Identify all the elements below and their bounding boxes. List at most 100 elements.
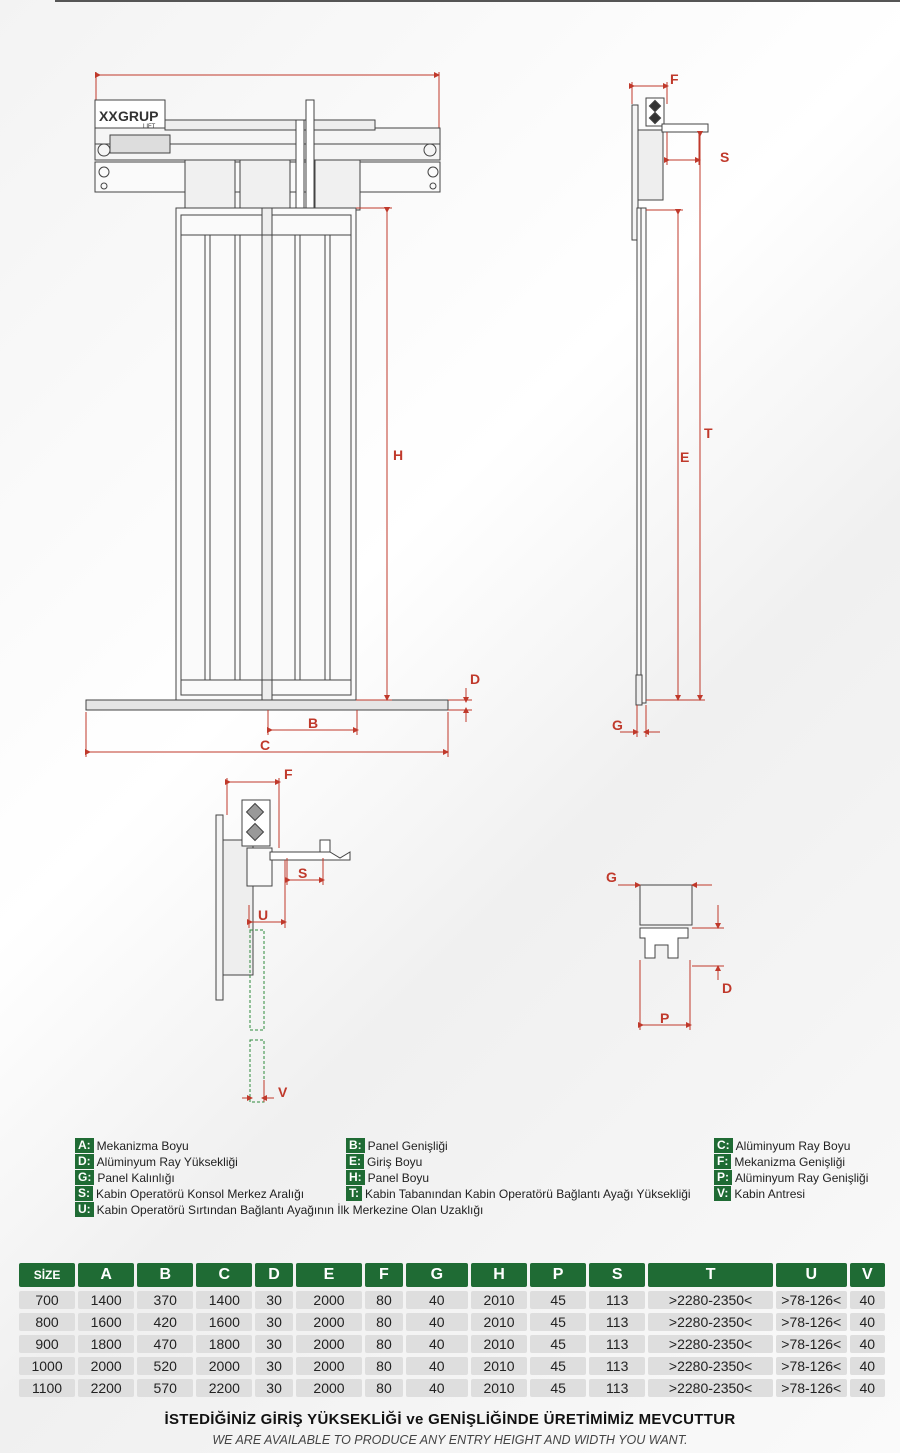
table-cell: 1000 [19, 1357, 76, 1375]
table-cell: 45 [530, 1335, 587, 1353]
table-cell: 40 [405, 1379, 468, 1397]
dim-label-d-rail: D [722, 980, 732, 996]
table-cell: 30 [255, 1313, 293, 1331]
table-cell: >78-126< [775, 1313, 847, 1331]
dim-label-f-detail: F [284, 766, 293, 782]
table-cell: 2000 [78, 1357, 135, 1375]
table-cell: 2010 [470, 1357, 528, 1375]
production-note-en: WE ARE AVAILABLE TO PRODUCE ANY ENTRY HE… [212, 1433, 688, 1447]
size-spec-table: SİZE A B C D E F G H P S T U V 700 1400 … [16, 1259, 888, 1401]
legend-item-t: T: Kabin Tabanından Kabin Operatörü Bağl… [346, 1186, 691, 1201]
table-cell: 1600 [78, 1313, 135, 1331]
table-header-row: SİZE A B C D E F G H P S T U V [19, 1263, 885, 1287]
table-cell: 570 [137, 1379, 194, 1397]
table-cell: >2280-2350< [648, 1313, 773, 1331]
header-g: G [405, 1263, 468, 1287]
table-row: 1000 2000 520 2000 30 2000 80 40 2010 45… [19, 1357, 885, 1375]
table-cell: 420 [137, 1313, 194, 1331]
legend-item-u: U: Kabin Operatörü Sırtından Bağlantı Ay… [75, 1202, 483, 1217]
legend-item-c: C: Alüminyum Ray Boyu [714, 1138, 850, 1153]
table-cell: 2010 [470, 1313, 528, 1331]
top-border-line [55, 0, 900, 2]
table-cell: 2200 [78, 1379, 135, 1397]
table-cell: >78-126< [775, 1291, 847, 1309]
table-cell: 30 [255, 1335, 293, 1353]
table-cell: 470 [137, 1335, 194, 1353]
header-p: P [530, 1263, 587, 1287]
dim-label-u: U [258, 907, 268, 923]
table-cell: 1600 [196, 1313, 253, 1331]
table-cell: 40 [849, 1357, 885, 1375]
logo-subtext: LIFT [143, 124, 156, 130]
table-row: 800 1600 420 1600 30 2000 80 40 2010 45 … [19, 1313, 885, 1331]
logo-text: GRUP [118, 108, 158, 124]
table-cell: >78-126< [775, 1357, 847, 1375]
table-cell: 700 [19, 1291, 76, 1309]
dim-label-b: B [308, 715, 318, 731]
table-cell: 40 [405, 1357, 468, 1375]
table-cell: >78-126< [775, 1335, 847, 1353]
table-cell: 2000 [295, 1379, 363, 1397]
legend-item-s: S: Kabin Operatörü Konsol Merkez Aralığı [75, 1186, 304, 1201]
table-cell: 30 [255, 1357, 293, 1375]
dim-label-v: V [278, 1084, 288, 1100]
table-cell: 113 [589, 1379, 646, 1397]
table-cell: 80 [365, 1291, 403, 1309]
header-a: A [78, 1263, 135, 1287]
legend-item-h: H: Panel Boyu [346, 1170, 429, 1185]
dim-label-d: D [470, 671, 480, 687]
legend-item-v: V: Kabin Antresi [714, 1186, 805, 1201]
dim-label-p: P [660, 1010, 669, 1026]
table-cell: >2280-2350< [648, 1291, 773, 1309]
dim-label-t: T [704, 425, 713, 441]
table-cell: 40 [405, 1335, 468, 1353]
dim-label-s-detail: S [298, 865, 307, 881]
legend-item-b: B: Panel Genişliği [346, 1138, 448, 1153]
table-cell: 520 [137, 1357, 194, 1375]
table-cell: >2280-2350< [648, 1335, 773, 1353]
legend-item-e: E: Giriş Boyu [346, 1154, 422, 1169]
table-cell: 1800 [78, 1335, 135, 1353]
table-cell: 2010 [470, 1291, 528, 1309]
table-cell: 80 [365, 1379, 403, 1397]
table-cell: 40 [405, 1313, 468, 1331]
table-cell: 113 [589, 1291, 646, 1309]
table-cell: 40 [405, 1291, 468, 1309]
header-u: U [775, 1263, 847, 1287]
table-cell: 900 [19, 1335, 76, 1353]
header-s: S [589, 1263, 646, 1287]
table-cell: 40 [849, 1379, 885, 1397]
header-v: V [849, 1263, 885, 1287]
table-cell: 45 [530, 1313, 587, 1331]
svg-text:XX: XX [99, 108, 118, 124]
side-view-drawing [620, 82, 709, 737]
table-cell: 80 [365, 1313, 403, 1331]
table-cell: 2010 [470, 1335, 528, 1353]
front-view-drawing [85, 72, 472, 757]
header-h: H [470, 1263, 528, 1287]
table-cell: >78-126< [775, 1379, 847, 1397]
table-cell: 80 [365, 1335, 403, 1353]
table-cell: 2010 [470, 1379, 528, 1397]
table-cell: 800 [19, 1313, 76, 1331]
dim-label-e: E [680, 449, 689, 465]
table-cell: 30 [255, 1379, 293, 1397]
table-cell: 40 [849, 1313, 885, 1331]
legend-item-a: A: Mekanizma Boyu [75, 1138, 189, 1153]
table-cell: 113 [589, 1357, 646, 1375]
header-f: F [365, 1263, 403, 1287]
header-c: C [196, 1263, 253, 1287]
production-note-tr: İSTEDİĞİNİZ GİRİŞ YÜKSEKLİĞİ ve GENİŞLİĞ… [164, 1411, 736, 1428]
rail-detail-drawing [618, 882, 724, 1030]
header-e: E [295, 1263, 363, 1287]
table-cell: 113 [589, 1335, 646, 1353]
header-d: D [255, 1263, 293, 1287]
dim-label-s-side: S [720, 149, 729, 165]
dim-label-f-side: F [670, 71, 679, 87]
table-row: 1100 2200 570 2200 30 2000 80 40 2010 45… [19, 1379, 885, 1397]
technical-drawings: XX GRUP LIFT H D B C F S [85, 71, 732, 1103]
dim-label-g-side: G [612, 717, 623, 733]
table-cell: 1400 [78, 1291, 135, 1309]
table-cell: 2000 [196, 1357, 253, 1375]
dim-label-h: H [393, 447, 403, 463]
